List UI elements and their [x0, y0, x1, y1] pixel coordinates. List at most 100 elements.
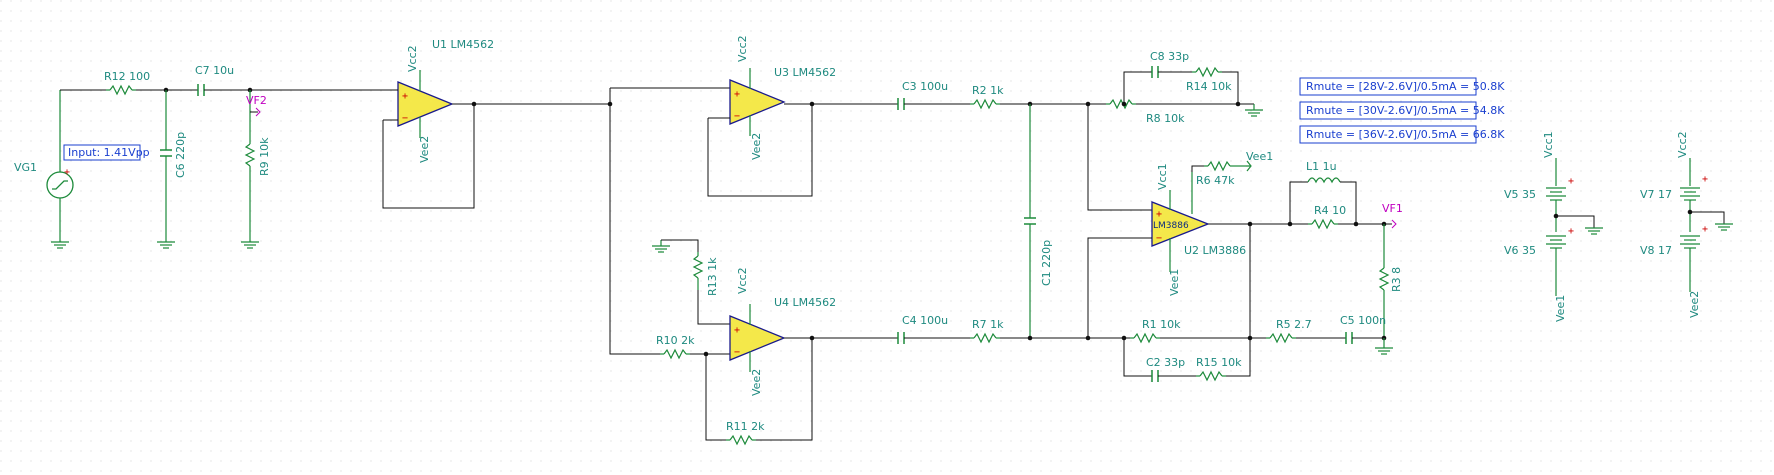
resistor-r2[interactable]: R2 1k [970, 84, 1004, 110]
resistor-r6[interactable]: R6 47k [1196, 160, 1246, 187]
r2-label: R2 1k [972, 84, 1004, 97]
u4-vcc-label: Vcc2 [736, 267, 749, 294]
resistor-r14[interactable]: R14 10k [1186, 66, 1232, 93]
resistor-r15[interactable]: R15 10k [1196, 356, 1242, 382]
v6-label: V6 35 [1504, 244, 1536, 257]
input-note-text: Input: 1.41Vpp [68, 146, 150, 159]
probe-vf2[interactable]: VF2 [246, 94, 267, 117]
r12-label: R12 100 [104, 70, 150, 83]
supply-v5-v6[interactable]: Vcc1 + + Vee1 V5 35 V6 35 [1504, 131, 1603, 322]
u2-vee-label: Vee1 [1168, 269, 1181, 296]
u1-plus-pin: + [402, 91, 408, 102]
r9-label: R9 10k [258, 137, 271, 176]
rmute-note-3: Rmute = [36V-2.6V]/0.5mA = 66.8K [1299, 125, 1505, 144]
u4-minus-pin: − [734, 347, 740, 358]
resistor-r1[interactable]: R1 10k [1130, 318, 1181, 344]
resistor-r5[interactable]: R5 2.7 [1266, 318, 1312, 344]
resistor-r4[interactable]: R4 10 [1308, 204, 1346, 230]
ground-c6 [157, 241, 175, 249]
rmute-note-2-text: Rmute = [30V-2.6V]/0.5mA = 54.8K [1306, 104, 1505, 117]
c8-label: C8 33p [1150, 50, 1189, 63]
c2-label: C2 33p [1146, 356, 1185, 369]
u1-minus-pin: − [402, 113, 408, 124]
c4-label: C4 100u [902, 314, 948, 327]
u1-label: U1 LM4562 [432, 38, 494, 51]
u2-chip-text: LM3886 [1153, 221, 1189, 231]
rmute-note-1: Rmute = [28V-2.6V]/0.5mA = 50.8K [1299, 77, 1505, 96]
v5-plus-mark: + [1568, 176, 1574, 187]
opamp-u3[interactable]: + − Vcc2 Vee2 U3 LM4562 [729, 35, 836, 160]
vcc2-supply-label: Vcc2 [1676, 131, 1689, 158]
vcc1-supply-label: Vcc1 [1542, 131, 1555, 158]
vg1-plus-mark: + [64, 167, 70, 178]
ground-feedback-top [1245, 104, 1263, 117]
resistor-r3[interactable]: R3 8 [1378, 224, 1403, 338]
resistor-r10[interactable]: R10 2k [656, 334, 695, 360]
v8-label: V8 17 [1640, 244, 1672, 257]
rmute-note-1-text: Rmute = [28V-2.6V]/0.5mA = 50.8K [1306, 80, 1505, 93]
c6-label: C6 220p [174, 132, 187, 178]
ground-r9 [241, 241, 259, 249]
u3-vee-label: Vee2 [750, 133, 763, 160]
l1-label: L1 1u [1306, 160, 1337, 173]
vf1-label: VF1 [1382, 202, 1403, 215]
opamp-u2[interactable]: + − LM3886 Vcc1 Vee1 U2 LM3886 [1151, 163, 1246, 296]
resistor-r12[interactable]: R12 100 [104, 70, 150, 96]
vee2-supply-label: Vee2 [1688, 291, 1701, 318]
opamp-u1[interactable]: + − Vcc2 Vee2 U1 LM4562 [397, 38, 494, 163]
resistor-r7[interactable]: R7 1k [970, 318, 1004, 344]
vg1-label: VG1 [14, 161, 37, 174]
opamp-u4[interactable]: + − Vcc2 Vee2 U4 LM4562 [729, 267, 836, 396]
r6-label: R6 47k [1196, 174, 1235, 187]
r10-label: R10 2k [656, 334, 695, 347]
u4-plus-pin: + [734, 325, 740, 336]
supply-v7-v8[interactable]: Vcc2 + + Vee2 V7 17 V8 17 [1640, 131, 1733, 318]
r5-label: R5 2.7 [1276, 318, 1312, 331]
c3-label: C3 100u [902, 80, 948, 93]
c7-label: C7 10u [195, 64, 234, 77]
c1-label: C1 220p [1040, 240, 1053, 286]
rmute-note-3-text: Rmute = [36V-2.6V]/0.5mA = 66.8K [1306, 128, 1505, 141]
u2-plus-pin: + [1156, 209, 1162, 220]
capacitor-c5[interactable]: C5 100n [1340, 314, 1386, 344]
r15-label: R15 10k [1196, 356, 1242, 369]
v7-label: V7 17 [1640, 188, 1672, 201]
c5-label: C5 100n [1340, 314, 1386, 327]
v5-label: V5 35 [1504, 188, 1536, 201]
v8-plus-mark: + [1702, 224, 1708, 235]
u1-vcc-label: Vcc2 [406, 45, 419, 72]
capacitor-c1[interactable]: C1 220p [1024, 104, 1053, 338]
capacitor-c6[interactable]: C6 220p [160, 90, 187, 242]
u3-plus-pin: + [734, 89, 740, 100]
r3-label: R3 8 [1390, 267, 1403, 292]
inductor-l1[interactable]: L1 1u [1306, 160, 1341, 184]
r13-label: R13 1k [706, 257, 719, 296]
r14-label: R14 10k [1186, 80, 1232, 93]
r11-label: R11 2k [726, 420, 765, 433]
u2-vcc-label: Vcc1 [1156, 163, 1169, 190]
resistor-r8[interactable]: R8 10k [1106, 98, 1185, 125]
u1-vee-label: Vee2 [418, 136, 431, 163]
probe-vf1[interactable]: VF1 [1382, 202, 1403, 229]
vf2-label: VF2 [246, 94, 267, 107]
rmute-note-2: Rmute = [30V-2.6V]/0.5mA = 54.8K [1299, 101, 1505, 120]
resistor-r9[interactable]: R9 10k [244, 90, 271, 242]
u2-minus-pin: − [1156, 233, 1162, 244]
u3-vcc-label: Vcc2 [736, 35, 749, 62]
u4-label: U4 LM4562 [774, 296, 836, 309]
input-note: Input: 1.41Vpp [63, 144, 150, 161]
u2-label: U2 LM3886 [1184, 244, 1246, 257]
r1-label: R1 10k [1142, 318, 1181, 331]
capacitor-c2[interactable]: C2 33p [1146, 356, 1185, 382]
vee1-supply-label: Vee1 [1554, 295, 1567, 322]
r7-label: R7 1k [972, 318, 1004, 331]
ground-r13 [652, 240, 670, 253]
resistor-r13[interactable]: R13 1k [692, 252, 719, 296]
vee1-net-label: Vee1 [1246, 150, 1273, 163]
resistor-r11[interactable]: R11 2k [726, 420, 765, 446]
signal-generator-vg1[interactable]: + VG1 [14, 90, 74, 242]
v6-plus-mark: + [1568, 226, 1574, 237]
ground-load [1375, 338, 1393, 355]
v7-plus-mark: + [1702, 174, 1708, 185]
